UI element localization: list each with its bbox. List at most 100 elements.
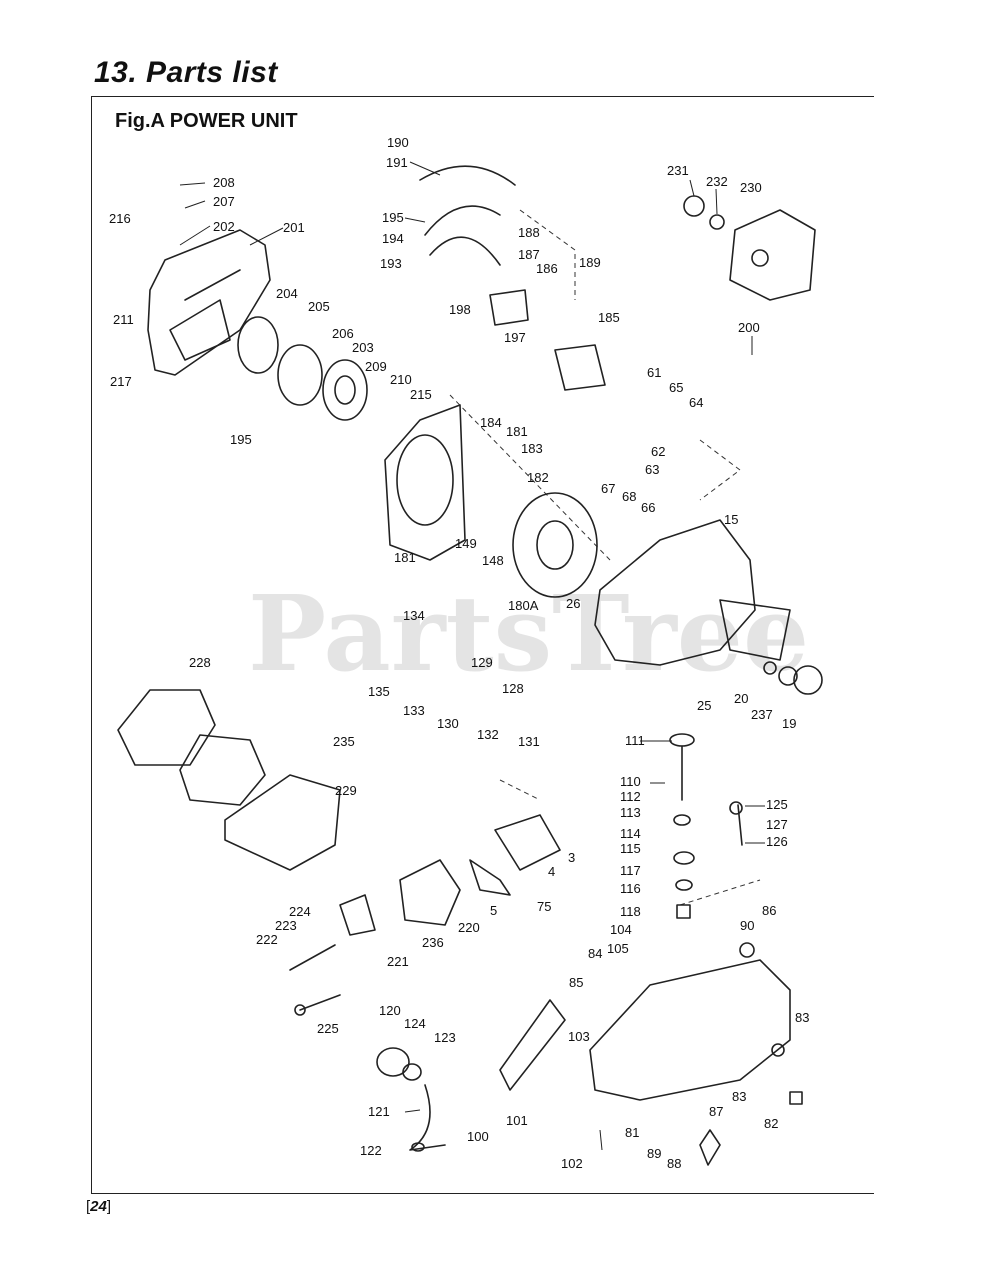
part-label: 132 <box>477 727 499 742</box>
part-label: 114 <box>620 826 641 841</box>
part-label: 63 <box>645 462 659 477</box>
starter-pulley <box>237 316 368 421</box>
part-label: 127 <box>766 817 788 832</box>
part-label: 5 <box>490 903 497 918</box>
part-label: 216 <box>109 211 131 226</box>
part-label: 207 <box>213 194 235 209</box>
part-label: 236 <box>422 935 444 950</box>
leader-lines <box>179 161 765 1151</box>
part-label: 115 <box>620 841 641 856</box>
oil-tank-cap <box>376 1047 446 1152</box>
part-label: 134 <box>403 608 425 623</box>
part-label: 203 <box>352 340 374 355</box>
part-label: 120 <box>379 1003 401 1018</box>
part-label: 183 <box>521 441 543 456</box>
part-label: 209 <box>365 359 387 374</box>
part-label: 100 <box>467 1129 489 1144</box>
part-label: 184 <box>480 415 502 430</box>
part-label: 181 <box>394 550 416 565</box>
part-label: 194 <box>382 231 404 246</box>
part-label: 19 <box>782 716 796 731</box>
part-label: 125 <box>766 797 788 812</box>
part-label: 89 <box>647 1146 661 1161</box>
part-label: 204 <box>276 286 298 301</box>
part-label: 88 <box>667 1156 681 1171</box>
part-label: 110 <box>620 774 641 789</box>
part-label: 113 <box>620 805 641 820</box>
part-label: 84 <box>588 946 602 961</box>
part-label: 81 <box>625 1125 639 1140</box>
part-label: 235 <box>333 734 355 749</box>
part-label: 25 <box>697 698 711 713</box>
part-label: 85 <box>569 975 583 990</box>
part-label: 181 <box>506 424 528 439</box>
figure-frame <box>91 96 874 1194</box>
part-label: 83 <box>732 1089 746 1104</box>
part-label: 180A <box>508 598 539 613</box>
recoil-starter-cover <box>147 229 271 376</box>
ignition-coil <box>489 289 606 391</box>
part-label: 123 <box>434 1030 456 1045</box>
high-tension-cords <box>419 165 516 266</box>
part-label: 15 <box>724 512 738 527</box>
part-label: 135 <box>368 684 390 699</box>
part-label: 82 <box>764 1116 778 1131</box>
flywheel <box>512 492 598 598</box>
part-label: 64 <box>689 395 703 410</box>
crankcase <box>594 519 823 695</box>
part-label: 4 <box>548 864 555 879</box>
part-label: 208 <box>213 175 235 190</box>
part-label: 118 <box>620 904 641 919</box>
page-number: [24] <box>86 1198 112 1215</box>
part-label: 222 <box>256 932 278 947</box>
part-label: 3 <box>568 850 575 865</box>
part-labels: 190 191 195 188 194 187 186 189 193 198 … <box>109 135 809 1171</box>
fan-housing <box>384 404 466 561</box>
part-label: 193 <box>380 256 402 271</box>
page-title: 13. Parts list <box>94 56 278 89</box>
part-label: 130 <box>437 716 459 731</box>
part-label: 237 <box>751 707 773 722</box>
part-label: 206 <box>332 326 354 341</box>
throttle-parts <box>289 894 721 1166</box>
part-label: 223 <box>275 918 297 933</box>
part-label: 112 <box>620 789 641 804</box>
part-label: 217 <box>110 374 132 389</box>
part-label: 65 <box>669 380 683 395</box>
part-label: 67 <box>601 481 615 496</box>
assembly-lines <box>449 209 761 906</box>
part-label: 20 <box>734 691 748 706</box>
part-label: 148 <box>482 553 504 568</box>
part-label: 149 <box>455 536 477 551</box>
part-label: 205 <box>308 299 330 314</box>
part-label: 104 <box>610 922 632 937</box>
part-label: 62 <box>651 444 665 459</box>
part-label: 189 <box>579 255 601 270</box>
part-label: 126 <box>766 834 788 849</box>
part-label: 215 <box>410 387 432 402</box>
part-label: 105 <box>607 941 629 956</box>
part-label: 122 <box>360 1143 382 1158</box>
figure-title: Fig.A POWER UNIT <box>115 110 298 132</box>
part-label: 131 <box>518 734 540 749</box>
part-label: 86 <box>762 903 776 918</box>
part-label: 182 <box>527 470 549 485</box>
part-label: 75 <box>537 899 551 914</box>
watermark: PartsTree <box>248 572 809 695</box>
tank-housing <box>499 942 803 1105</box>
air-cleaner <box>117 689 341 871</box>
part-label: 230 <box>740 180 762 195</box>
part-label: 198 <box>449 302 471 317</box>
part-label: 68 <box>622 489 636 504</box>
part-label: 116 <box>620 881 641 896</box>
part-label: 229 <box>335 783 357 798</box>
part-label: 191 <box>386 155 408 170</box>
part-label: 225 <box>317 1021 339 1036</box>
part-label: 211 <box>113 312 134 327</box>
part-label: 133 <box>403 703 425 718</box>
part-label: 186 <box>536 261 558 276</box>
part-label: 66 <box>641 500 655 515</box>
part-label: 195 <box>382 210 404 225</box>
part-label: 101 <box>506 1113 528 1128</box>
part-label: 188 <box>518 225 540 240</box>
